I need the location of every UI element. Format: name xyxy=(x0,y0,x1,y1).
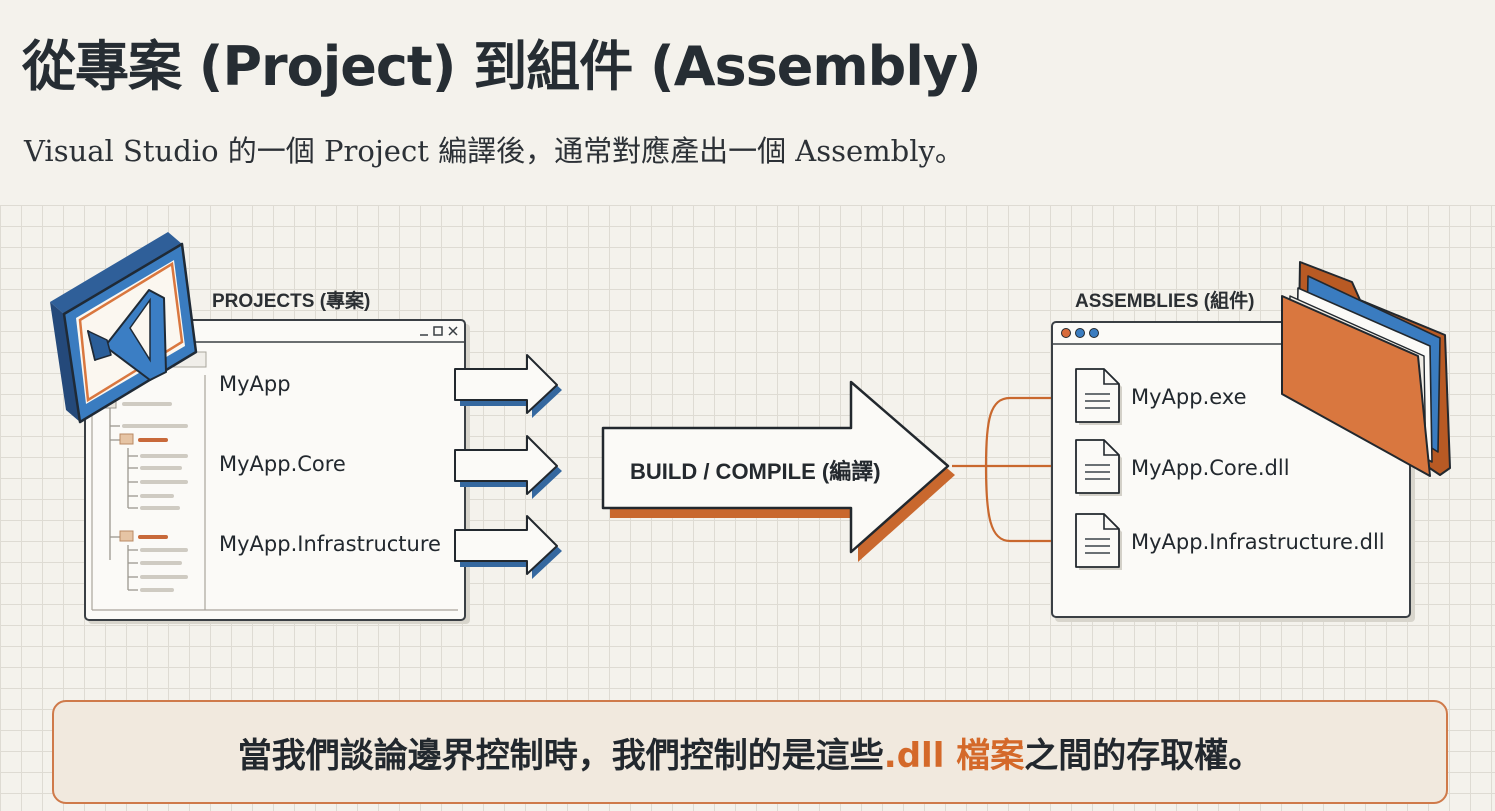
arrow-right-icon xyxy=(454,354,562,418)
callout-text-after: 之間的存取權。 xyxy=(1024,735,1263,776)
arrow-right-icon xyxy=(454,515,562,579)
assemblies-section-label: ASSEMBLIES (組件) xyxy=(1075,291,1255,312)
file-icon xyxy=(1075,368,1122,425)
solution-tree xyxy=(109,405,138,591)
assembly-item-myapp-exe: MyApp.exe xyxy=(1131,385,1247,409)
assembly-item-myapp-core-dll: MyApp.Core.dll xyxy=(1131,456,1290,480)
projects-section-label: PROJECTS (專案) xyxy=(212,291,371,312)
project-item-myapp: MyApp xyxy=(219,372,291,396)
arrow-right-icon xyxy=(454,435,562,499)
page-subtitle: Visual Studio 的一個 Project 編譯後，通常對應產出一個 A… xyxy=(24,134,964,168)
project-item-myapp-infrastructure: MyApp.Infrastructure xyxy=(219,532,441,556)
tree-item-lines xyxy=(122,402,188,592)
build-compile-label: BUILD / COMPILE (編譯) xyxy=(630,459,881,484)
output-connectors xyxy=(952,396,1060,543)
file-icon xyxy=(1075,513,1122,570)
window-buttons-icon xyxy=(1061,328,1099,338)
build-arrow xyxy=(601,380,955,562)
callout-text-before: 當我們談論邊界控制時，我們控制的是這些 xyxy=(237,735,884,776)
folder-icon xyxy=(1281,261,1451,477)
assembly-item-myapp-infrastructure-dll: MyApp.Infrastructure.dll xyxy=(1131,530,1385,554)
file-icon xyxy=(1075,439,1122,496)
visual-studio-logo-icon xyxy=(50,232,198,424)
project-item-myapp-core: MyApp.Core xyxy=(219,452,346,476)
summary-callout: 當我們談論邊界控制時，我們控制的是這些 .dll 檔案之間的存取權。 xyxy=(52,700,1448,804)
callout-highlight: .dll 檔案 xyxy=(883,735,1025,776)
window-controls-icon xyxy=(420,326,458,336)
page-title: 從專案 (Project) 到組件 (Assembly) xyxy=(22,35,982,98)
